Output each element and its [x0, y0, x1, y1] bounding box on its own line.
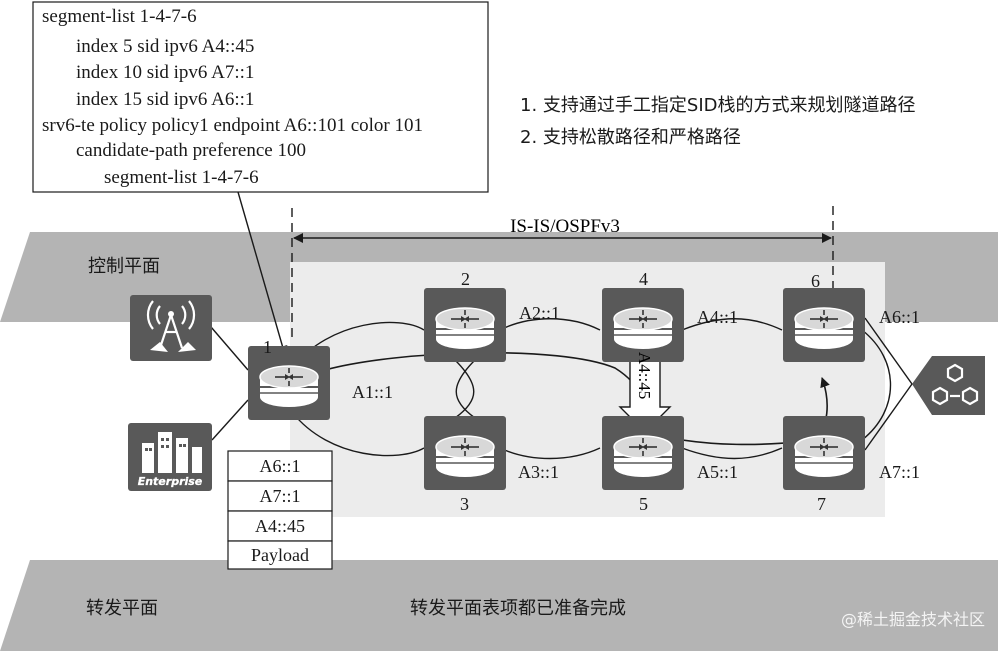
packet-row-1: [227, 450, 333, 482]
feature-1: 1. 支持通过手工指定SID栈的方式来规划隧道路径: [520, 95, 916, 116]
node-label-3: 3: [460, 494, 469, 514]
node-label-7: 7: [817, 494, 826, 514]
packet-sid-2: A7::1: [259, 486, 300, 506]
packet-row-3: [227, 510, 333, 542]
addr-a3: A3::1: [518, 462, 559, 482]
packet-row-4: [227, 540, 333, 570]
packet-row-2: [227, 480, 333, 512]
router-2: [423, 287, 507, 363]
node-label-6: 6: [811, 271, 820, 291]
packet-sid-3: A4::45: [255, 516, 305, 536]
config-line-1: segment-list 1-4-7-6: [42, 6, 197, 27]
config-line-6: candidate-path preference 100: [76, 140, 306, 161]
config-pointer-arrow: [237, 191, 288, 356]
radio-tower-icon: [130, 295, 212, 361]
addr-a5: A5::1: [697, 462, 738, 482]
config-line-4: index 15 sid ipv6 A6::1: [76, 89, 254, 110]
link-7-network: [864, 383, 913, 451]
packet-payload: Payload: [251, 545, 309, 565]
link-enterprise-1: [211, 399, 249, 441]
link-6-7: [861, 329, 892, 441]
addr-a2: A2::1: [519, 303, 560, 323]
feature-2: 2. 支持松散路径和严格路径: [520, 127, 741, 148]
router-6: [782, 287, 866, 363]
config-line-5: srv6-te policy policy1 endpoint A6::101 …: [42, 115, 423, 136]
packet-sid-1: A6::1: [259, 456, 300, 476]
router-3: [423, 415, 507, 491]
forwarding-plane-band: [0, 560, 998, 651]
network-hub-icon: [912, 356, 985, 415]
config-box: [32, 1, 489, 193]
node-label-1: 1: [263, 337, 272, 357]
link-4-6: [681, 318, 783, 331]
addr-a1: A1::1: [352, 382, 393, 402]
link-2-3-a: [454, 359, 475, 419]
igp-label: IS-IS/OSPFv3: [510, 216, 620, 237]
link-6-network: [864, 317, 913, 385]
packet-stack: [227, 450, 333, 570]
node-label-5: 5: [639, 494, 648, 514]
config-line-7: segment-list 1-4-7-6: [104, 167, 259, 188]
link-3-5: [499, 447, 601, 460]
node-label-4: 4: [639, 269, 648, 289]
addr-a6: A6::1: [879, 307, 920, 327]
node-label-2: 2: [461, 269, 470, 289]
link-tower-1: [204, 319, 249, 371]
config-line-3: index 10 sid ipv6 A7::1: [76, 62, 254, 83]
watermark: @稀土掘金技术社区: [841, 610, 985, 629]
sid-arrow-label: A4::45: [635, 352, 654, 399]
enterprise-building-icon: [128, 423, 212, 491]
control-plane-label: 控制平面: [88, 256, 160, 277]
router-7: [782, 415, 866, 491]
forward-plane-note: 转发平面表项都已准备完成: [410, 598, 626, 619]
link-2-3-b: [455, 359, 476, 419]
router-1: [247, 345, 331, 421]
link-1-3: [291, 411, 425, 457]
forward-plane-label: 转发平面: [86, 598, 158, 619]
link-5-7: [681, 447, 783, 460]
addr-a4: A4::1: [697, 307, 738, 327]
addr-a7: A7::1: [879, 462, 920, 482]
enterprise-label: Enterprise: [138, 475, 203, 488]
router-4: [601, 287, 685, 363]
router-5: [601, 415, 685, 491]
link-2-4: [499, 318, 601, 331]
config-line-2: index 5 sid ipv6 A4::45: [76, 36, 254, 57]
